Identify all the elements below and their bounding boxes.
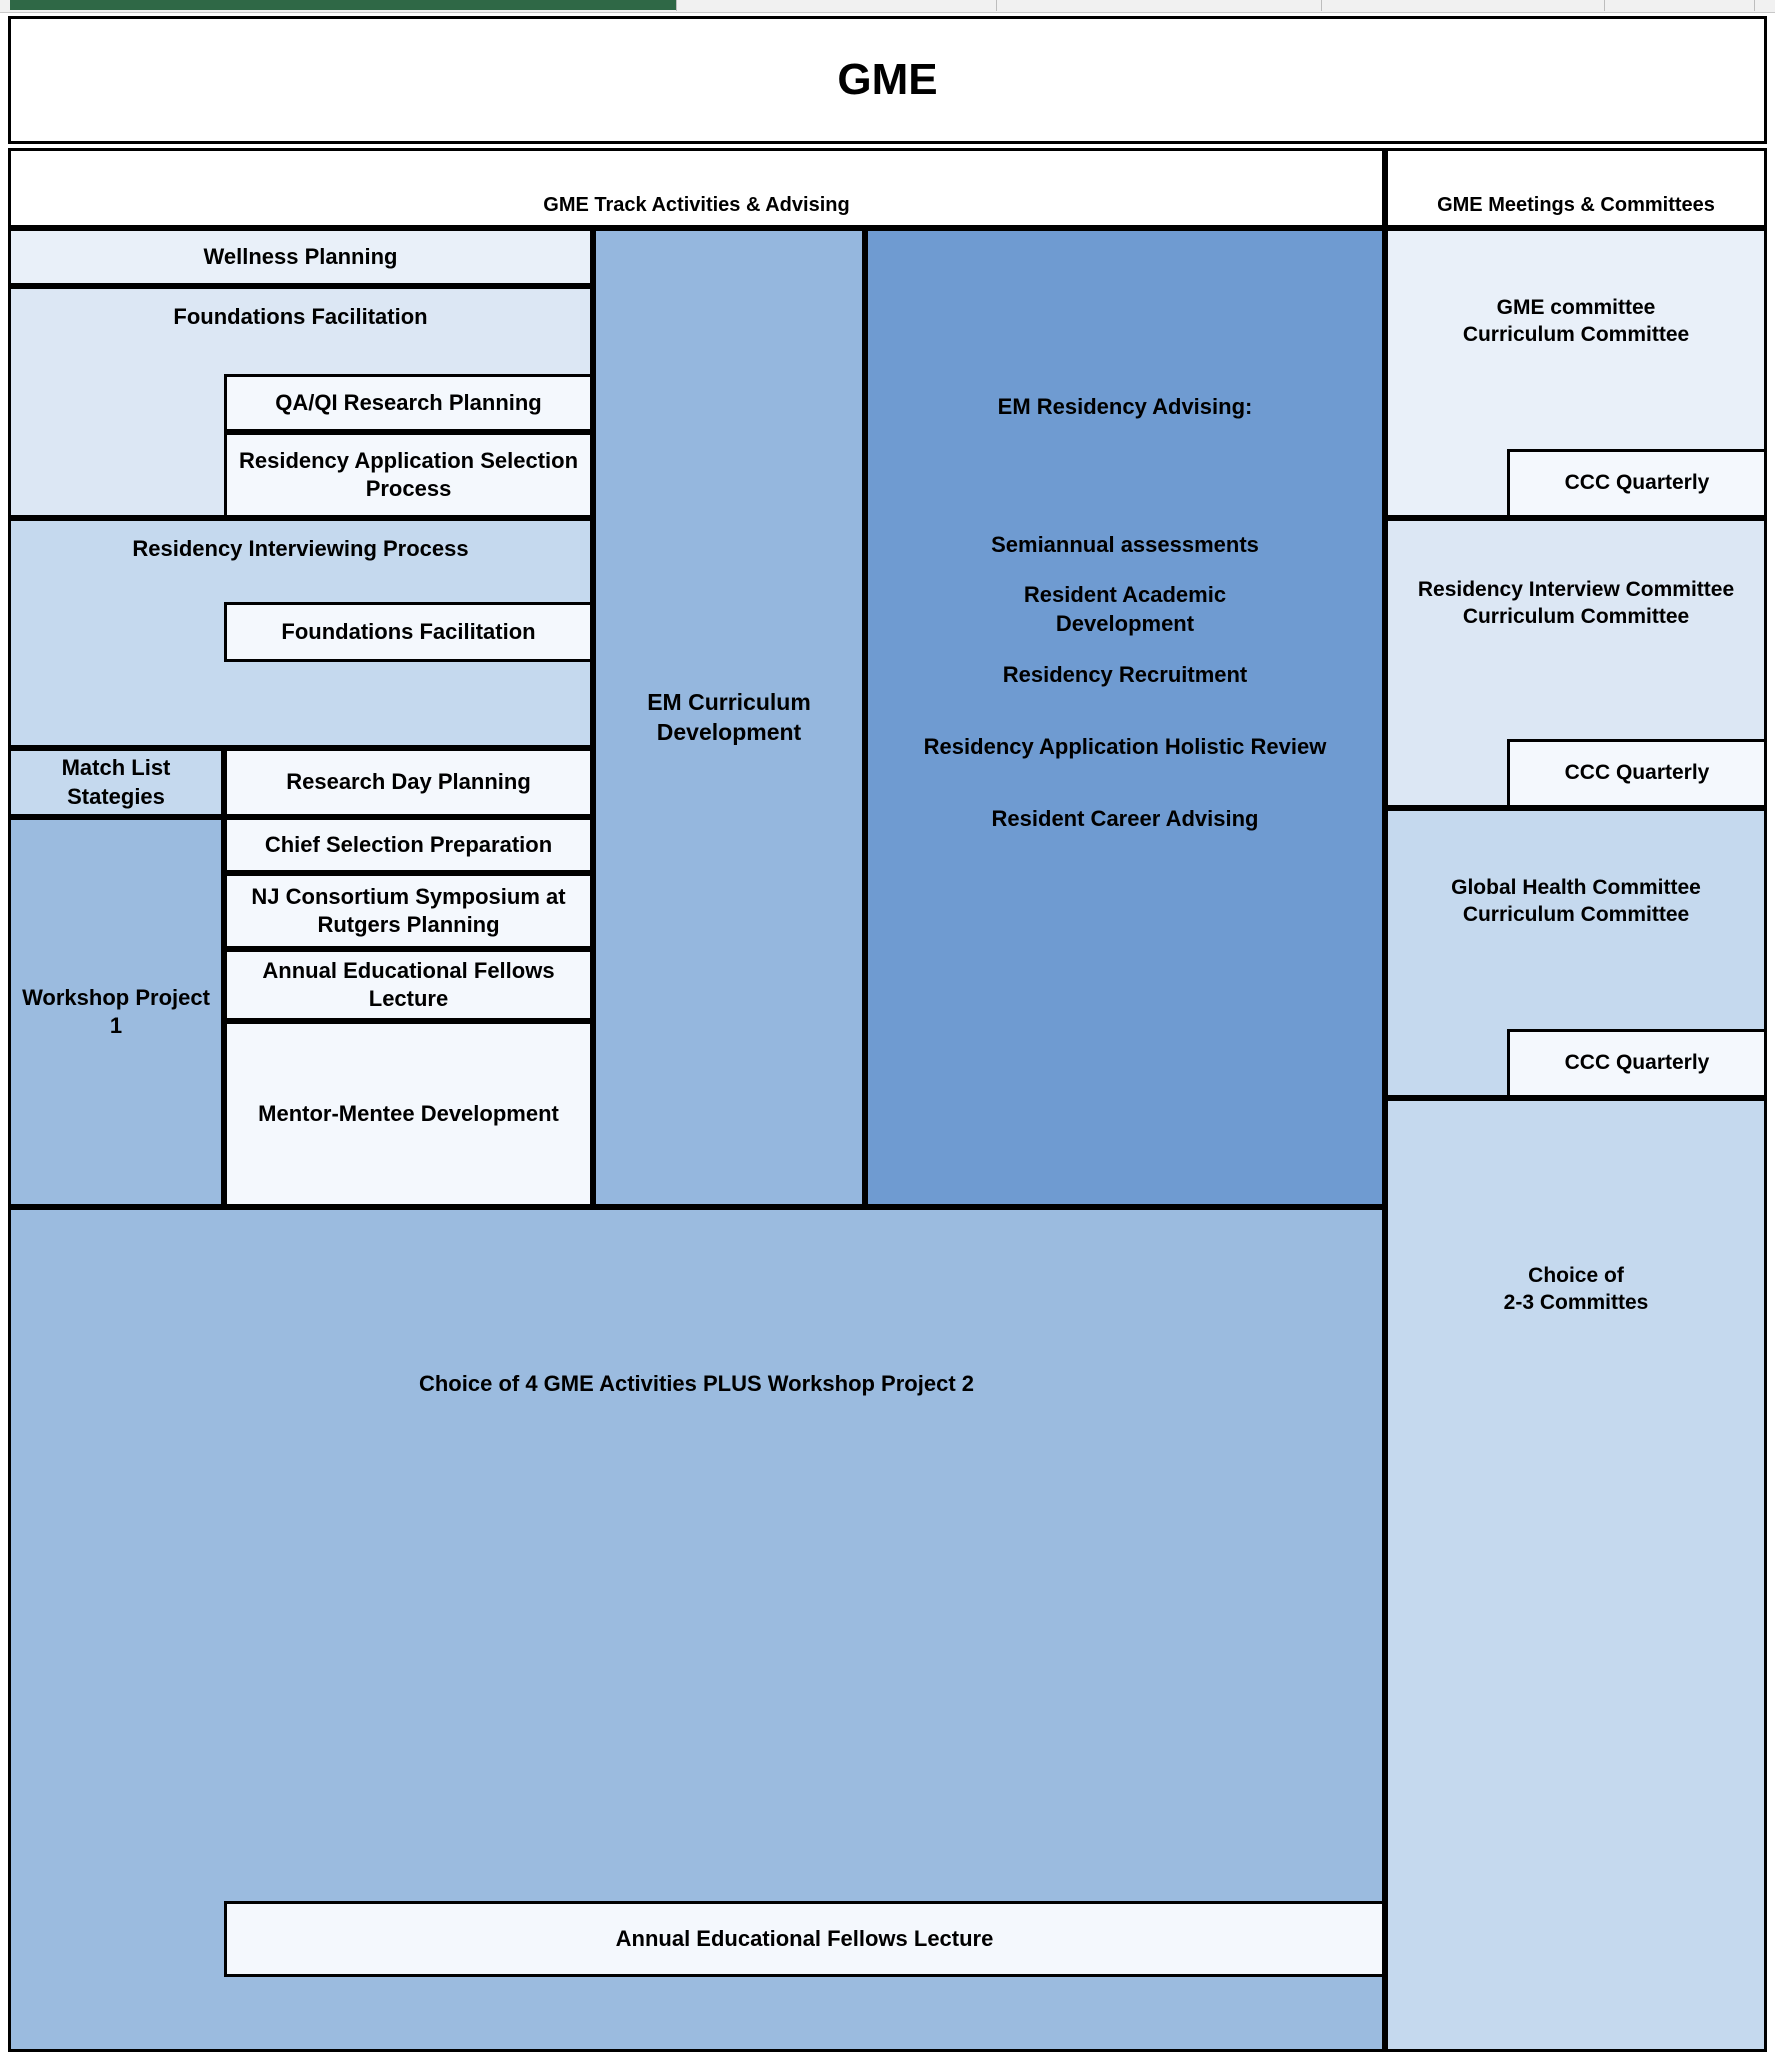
- committee-line-1: GME committee: [1496, 296, 1656, 319]
- chrome-divider-icon: [676, 0, 677, 11]
- em-curriculum-development-panel[interactable]: EM Curriculum Development: [593, 228, 865, 1207]
- committee-line-2: Curriculum Committee: [1462, 604, 1690, 628]
- chrome-divider-icon: [996, 0, 997, 11]
- committee-line-2: Curriculum Committee: [1462, 322, 1690, 346]
- committee-choice-line-2: 2-3 Committes: [1503, 1290, 1649, 1314]
- committee-ccc-quarterly-3[interactable]: CCC Quarterly: [1507, 1029, 1767, 1098]
- advising-item-resident-career-advising: Resident Career Advising: [991, 805, 1259, 831]
- activity-label: Residency Interviewing Process: [132, 536, 469, 561]
- advising-item-resident-academic-development: Resident Academic Development: [1023, 582, 1227, 636]
- em-residency-advising-heading: EM Residency Advising:: [997, 394, 1253, 419]
- em-curriculum-development-label: EM Curriculum Development: [647, 689, 811, 745]
- committee-choice-panel[interactable]: Choice of 2-3 Committes: [1385, 1098, 1767, 2052]
- committee-line-1: Residency Interview Committee: [1417, 578, 1735, 601]
- em-residency-advising-panel[interactable]: EM Residency Advising: Semiannual assess…: [865, 228, 1385, 1207]
- column-header-track-activities: GME Track Activities & Advising: [8, 148, 1385, 228]
- committee-choice-line-1: Choice of: [1528, 1264, 1624, 1287]
- page-title: GME: [8, 16, 1767, 144]
- window-chrome-strip: [0, 0, 1775, 13]
- activity-residency-application-selection-process[interactable]: Residency Application Selection Process: [224, 432, 593, 518]
- activity-workshop-project-1[interactable]: Workshop Project 1: [8, 817, 224, 1207]
- activity-qaqi-research-planning[interactable]: QA/QI Research Planning: [224, 374, 593, 432]
- activity-label: Match List Stategies: [61, 755, 171, 809]
- advising-item-residency-application-holistic-review: Residency Application Holistic Review: [923, 733, 1327, 759]
- committee-ccc-quarterly-1[interactable]: CCC Quarterly: [1507, 449, 1767, 518]
- activity-foundations-facilitation-2[interactable]: Foundations Facilitation: [224, 602, 593, 662]
- activity-mentor-mentee-development[interactable]: Mentor-Mentee Development: [224, 1021, 593, 1207]
- committee-line-1: Global Health Committee: [1451, 876, 1701, 899]
- chrome-divider-icon: [1321, 0, 1322, 11]
- progress-bar: [10, 0, 676, 10]
- chrome-divider-icon: [1754, 0, 1755, 11]
- committee-ccc-quarterly-2[interactable]: CCC Quarterly: [1507, 739, 1767, 808]
- activity-match-list-strategies[interactable]: Match List Stategies: [8, 748, 224, 817]
- activity-wellness-planning[interactable]: Wellness Planning: [8, 228, 593, 286]
- advising-item-residency-recruitment: Residency Recruitment: [1002, 661, 1248, 687]
- activity-annual-educational-fellows-lecture[interactable]: Annual Educational Fellows Lecture: [224, 949, 593, 1021]
- advising-item-semiannual-assessments: Semiannual assessments: [991, 532, 1259, 558]
- activity-research-day-planning[interactable]: Research Day Planning: [224, 748, 593, 817]
- column-header-meetings-committees: GME Meetings & Committees: [1385, 148, 1767, 228]
- committee-line-2: Curriculum Committee: [1462, 902, 1690, 926]
- bottom-choice-label: Choice of 4 GME Activities PLUS Workshop…: [418, 1371, 974, 1396]
- activity-chief-selection-preparation[interactable]: Chief Selection Preparation: [224, 817, 593, 873]
- activity-nj-consortium-symposium[interactable]: NJ Consortium Symposium at Rutgers Plann…: [224, 873, 593, 949]
- chrome-divider-icon: [1604, 0, 1605, 11]
- activity-label: Foundations Facilitation: [173, 304, 428, 329]
- bottom-annual-educational-fellows-lecture[interactable]: Annual Educational Fellows Lecture: [224, 1901, 1385, 1977]
